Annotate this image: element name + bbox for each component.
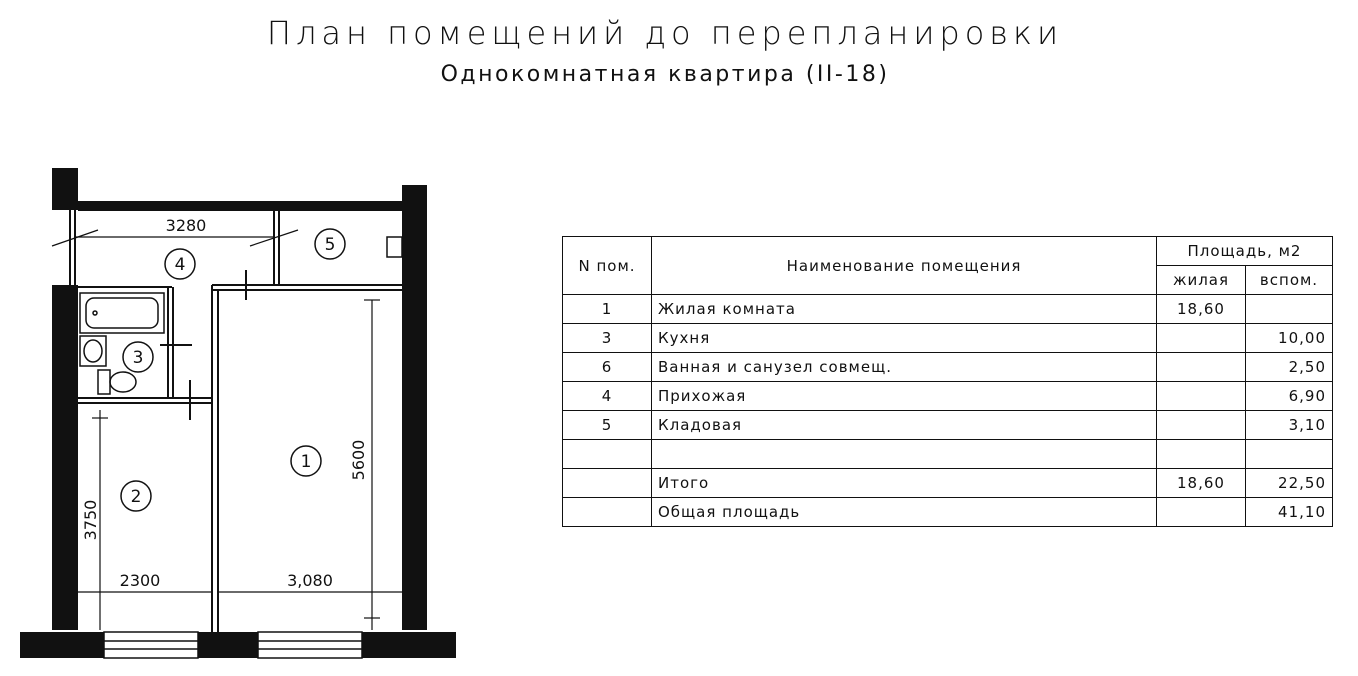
cell-aux: 6,90 [1245,381,1333,411]
room-number-3: 3 [133,348,144,368]
cell-aux [1245,439,1333,469]
total-aux: 22,50 [1245,468,1333,498]
header-area: Площадь, м2 [1156,236,1333,266]
header-number: N пом. [562,236,652,295]
bathtub-icon [79,292,165,334]
dimension-corridor-width: 3280 [166,216,207,235]
cell-name [651,439,1157,469]
cell-living [1156,323,1246,353]
table-subheader-row: жилая вспом. [563,265,1333,295]
cell-number: 6 [562,352,652,382]
dimension-room1-width: 3,080 [287,571,333,590]
page-subtitle: Однокомнатная квартира (II-18) [440,62,890,87]
top-wall [78,201,402,211]
cell-living: 18,60 [1156,294,1246,324]
cell-number: 4 [562,381,652,411]
room-number-1: 1 [301,452,312,472]
dimension-room2-height: 3750 [81,500,100,541]
window-frames [103,631,363,659]
cell-living [1156,439,1246,469]
overall-aux: 41,10 [1245,497,1333,527]
table-row: 6 Ванная и санузел совмещ. 2,50 [562,352,1333,382]
table-header-row: N пом. Наименование помещения Площадь, м… [562,236,1333,295]
cell-aux: 3,10 [1245,410,1333,440]
floor-plan: 1 2 3 4 5 3280 2300 3,080 5600 3750 [20,168,456,659]
exterior-walls [20,168,456,658]
sink-icon [79,335,107,367]
dimension-room1-height: 5600 [349,440,368,481]
cell-number: 1 [562,294,652,324]
cell-name: Прихожая [651,381,1157,411]
cell-name: Ванная и санузел совмещ. [651,352,1157,382]
cell-aux: 10,00 [1245,323,1333,353]
total-living: 18,60 [1156,468,1246,498]
storage-box-icon [386,236,403,258]
cell-number: 3 [562,323,652,353]
table-row: 4 Прихожая 6,90 [562,381,1333,411]
cell-living [1156,352,1246,382]
cell-aux: 2,50 [1245,352,1333,382]
header-aux: вспом. [1245,265,1333,295]
cell-aux [1245,294,1333,324]
table-overall-row: Общая площадь 41,10 [562,497,1333,527]
interior-partitions [69,210,402,632]
dimension-room2-width: 2300 [120,571,161,590]
header-living: жилая [1156,265,1246,295]
page-title: План помещений до перепланировки [266,14,1064,52]
room-number-2: 2 [131,487,142,507]
room-markers [120,228,346,512]
door-marks [160,270,247,420]
cell-name: Кухня [651,323,1157,353]
cell-living [1156,410,1246,440]
room-number-4: 4 [175,255,186,275]
room-number-5: 5 [325,235,336,255]
overall-label: Общая площадь [651,497,1157,527]
dimension-lines [51,229,402,630]
table-row-empty [562,439,1333,469]
cell-name: Кладовая [651,410,1157,440]
cell-number [562,439,652,469]
table-row: 5 Кладовая 3,10 [562,410,1333,440]
header-name: Наименование помещения [651,236,1157,295]
total-label: Итого [651,468,1157,498]
table-row: 1 Жилая комната 18,60 [562,294,1333,324]
table-row: 3 Кухня 10,00 [562,323,1333,353]
cell-number: 5 [562,410,652,440]
cell-living [1156,381,1246,411]
room-area-table: N пом. Наименование помещения Площадь, м… [562,236,1333,527]
cell-name: Жилая комната [651,294,1157,324]
table-total-row: Итого 18,60 22,50 [562,468,1333,498]
toilet-icon [97,369,137,395]
